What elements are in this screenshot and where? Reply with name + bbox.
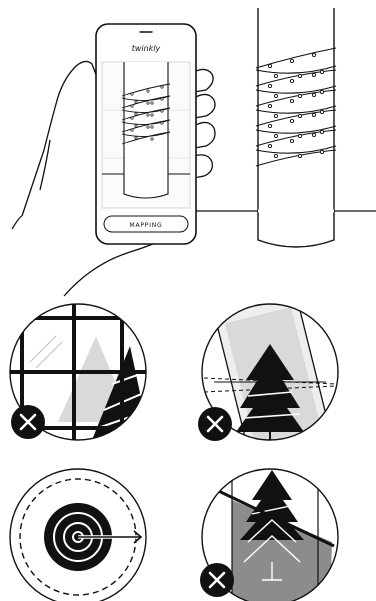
tree-icon — [240, 470, 304, 581]
obstruction-line — [207, 484, 335, 548]
phone: twinkly MAPPING — [95, 23, 197, 245]
finger-1 — [193, 68, 214, 93]
x-icon — [200, 563, 234, 597]
camera-preview — [101, 61, 191, 209]
panel-angled-tree — [198, 303, 339, 441]
panel-obstructed-tree — [200, 468, 339, 601]
mapping-button[interactable] — [103, 215, 189, 233]
pole-scene — [196, 8, 376, 248]
mapping-button-label: MAPPING — [129, 222, 162, 229]
panel-window-grid — [9, 303, 147, 441]
hand — [11, 60, 216, 297]
x-icon — [11, 405, 45, 439]
string-lights — [255, 47, 337, 167]
pole — [257, 8, 335, 248]
finger-2 — [193, 93, 216, 119]
x-icon — [198, 407, 232, 441]
app-logo: twinkly — [132, 44, 161, 53]
finger-3 — [193, 121, 216, 149]
light-bulbs — [267, 52, 325, 159]
panel-target-distance — [9, 468, 147, 601]
tree-icon — [236, 344, 304, 440]
distance-arrow — [78, 530, 143, 544]
finger-4 — [193, 154, 213, 179]
